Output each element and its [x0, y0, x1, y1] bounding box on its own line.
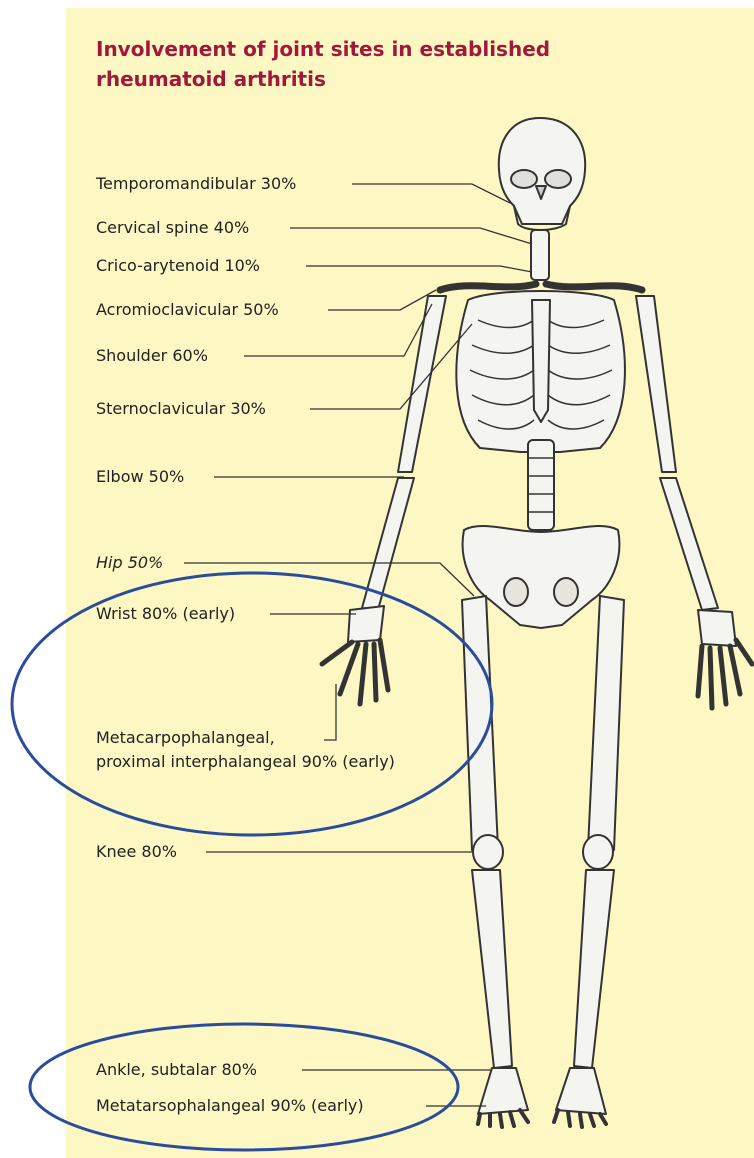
left-hand [348, 606, 384, 642]
label-proximal-interphalangeal: proximal interphalangeal 90% (early) [96, 752, 395, 772]
label-shoulder: Shoulder 60% [96, 346, 208, 366]
label-temporomandibular: Temporomandibular 30% [96, 174, 296, 194]
sternoclavicular-leader [310, 324, 472, 409]
right-foot [556, 1068, 606, 1114]
right-fingers [698, 640, 752, 708]
right-tibia [574, 870, 614, 1068]
left-eye-socket [511, 170, 537, 188]
label-sternoclavicular: Sternoclavicular 30% [96, 399, 266, 419]
sternum [532, 300, 550, 422]
acromioclavicular-leader [328, 290, 436, 310]
label-knee: Knee 80% [96, 842, 177, 862]
right-obturator [554, 578, 578, 606]
right-patella [583, 835, 613, 869]
skeleton-drawing [322, 118, 752, 1127]
left-clavicle [440, 284, 536, 290]
right-forearm [660, 478, 718, 610]
label-acromioclavicular: Acromioclavicular 50% [96, 300, 279, 320]
label-metacarpophalangeal: Metacarpophalangeal, [96, 728, 275, 748]
label-metatarsophalangeal: Metatarsophalangeal 90% (early) [96, 1096, 364, 1116]
left-foot [478, 1068, 528, 1114]
label-wrist: Wrist 80% (early) [96, 604, 235, 624]
left-fingers [322, 640, 388, 704]
label-hip: Hip 50% [96, 553, 163, 573]
cervical-vertebrae [531, 230, 549, 280]
foot-highlight-ring [30, 1024, 458, 1150]
diagram-title: Involvement of joint sites in establishe… [96, 34, 616, 94]
label-ankle-subtalar: Ankle, subtalar 80% [96, 1060, 257, 1080]
right-clavicle [546, 284, 642, 290]
label-crico-arytenoid: Crico-arytenoid 10% [96, 256, 260, 276]
left-patella [473, 835, 503, 869]
mcp-leader [324, 684, 336, 740]
left-tibia [472, 870, 512, 1068]
left-femur [462, 596, 498, 850]
hand-highlight-ring [12, 573, 492, 835]
left-obturator [504, 578, 528, 606]
skull [499, 118, 585, 224]
temporomandibular-leader [352, 184, 510, 203]
label-elbow: Elbow 50% [96, 467, 184, 487]
lumbar-spine [528, 440, 554, 530]
right-eye-socket [545, 170, 571, 188]
label-cervical-spine: Cervical spine 40% [96, 218, 249, 238]
right-humerus [636, 296, 676, 472]
crico-arytenoid-leader [306, 266, 532, 272]
cervical-spine-leader [290, 228, 532, 244]
right-femur [588, 596, 624, 850]
right-hand [698, 610, 736, 646]
